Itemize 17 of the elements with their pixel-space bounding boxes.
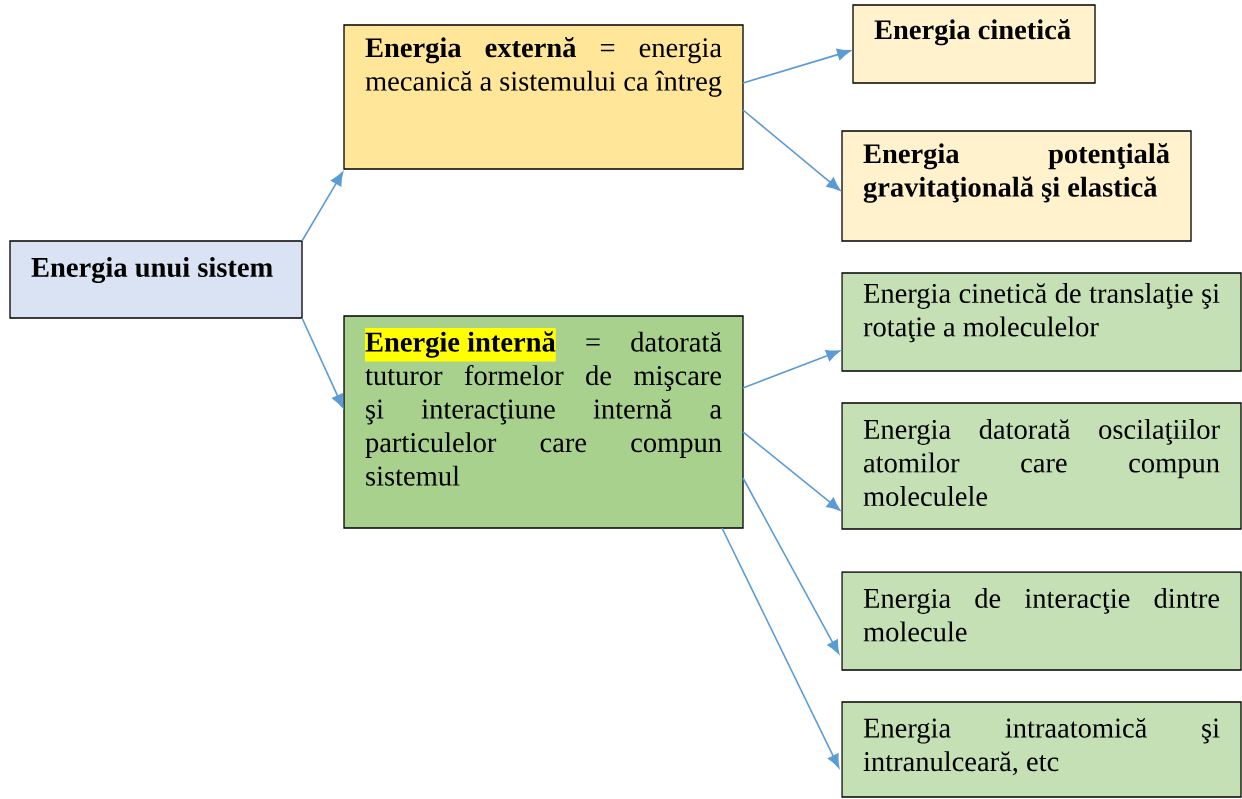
arrow <box>742 349 840 389</box>
arrow <box>742 431 841 511</box>
arrow <box>301 317 344 408</box>
text-box: Energia intraatomică şi intranulceară, etc <box>841 701 1242 798</box>
text-box: Energia unui sistem <box>9 240 303 319</box>
arrow <box>721 527 840 769</box>
arrow <box>742 109 841 191</box>
text-box: Energia de interacţie dintre molecule <box>841 571 1242 671</box>
arrow <box>742 48 851 84</box>
text-box: Energia cinetică de translaţie şi rotaţie a moleculelor <box>841 272 1242 372</box>
arrow <box>742 477 840 655</box>
text-box: Energia externă = energia mecanică a sistemului ca întreg <box>343 24 744 170</box>
arrow <box>301 171 344 242</box>
text-box: Energia potenţială gravitaţională şi elastică <box>841 130 1192 242</box>
text-box: Energia cinetică <box>852 4 1096 84</box>
text-box: Energia datorată oscilaţiilor atomilor care compun moleculele <box>841 402 1242 530</box>
text-box: Energie internă = datorată tuturor formelor de mişcare şi interacţiune internă a particulelor care compun sistemul <box>343 315 744 529</box>
